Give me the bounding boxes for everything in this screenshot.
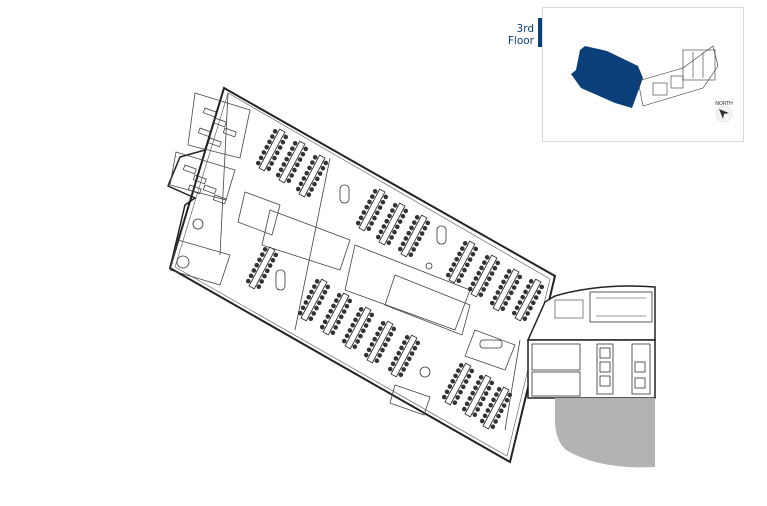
workstation-cluster [397,214,431,258]
minimap-highlighted-wing [571,46,643,108]
office-desk [212,117,227,128]
floor-label-line2: Floor [507,35,534,47]
workstation-cluster [275,140,309,184]
workstation-cluster [387,334,421,378]
office-desk [187,184,202,195]
workstation-cluster [375,202,409,246]
workstation-cluster [363,320,397,364]
workstation-cluster [441,362,475,406]
floor-label[interactable]: 3rd Floor [490,23,534,47]
main-wing [167,86,557,464]
office-desk [212,194,227,205]
workstation-cluster [467,254,501,298]
workstation-cluster [445,240,479,284]
minimap-floorplan [571,45,719,108]
office-desk [182,164,197,175]
minimap[interactable] [542,7,744,142]
workstation-cluster [461,374,495,418]
east-wing [526,285,656,468]
office-desk [222,127,237,138]
workstation-cluster [255,128,289,172]
workstation-cluster [295,154,329,198]
office-desks [182,107,237,205]
office-desk [197,127,212,138]
north-label: NORTH [715,101,733,107]
workstation-cluster [489,268,523,312]
workstation-clusters [245,128,545,430]
workstation-cluster [297,278,331,322]
workstation-cluster [355,188,389,232]
floor-label-line1: 3rd [516,23,534,35]
office-desk [202,184,217,195]
workstation-cluster [479,386,513,430]
workstation-cluster [341,306,375,350]
office-desk [207,137,222,148]
office-desk [192,174,207,185]
office-desk [202,107,217,118]
courtyard-area [555,398,655,468]
north-arrow-icon [715,105,733,123]
workstation-cluster [511,278,545,322]
workstation-cluster [245,246,279,290]
workstation-cluster [319,292,353,336]
